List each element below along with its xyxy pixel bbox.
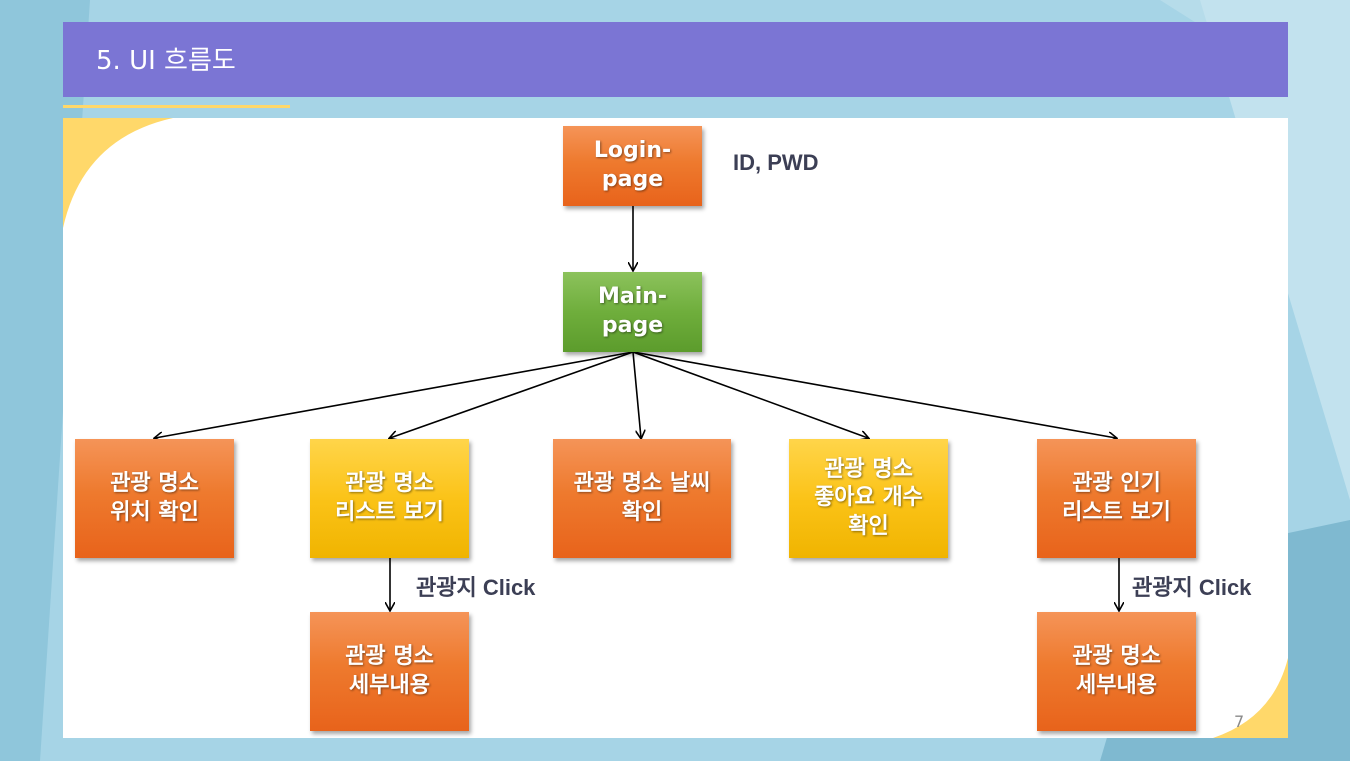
node-detail-right: 관광 명소 세부내용 — [1037, 612, 1196, 731]
node-popular-list: 관광 인기 리스트 보기 — [1037, 439, 1196, 558]
arrow-main-to-list — [390, 351, 634, 438]
arrow-main-to-location — [155, 351, 634, 438]
note-click-left: 관광지 Click — [416, 575, 536, 600]
flow-connectors — [63, 206, 1288, 738]
node-weather-check: 관광 명소 날씨 확인 — [553, 439, 731, 558]
node-main-page: Main- page — [563, 272, 702, 352]
title-underline — [63, 105, 290, 108]
note-login-fields: ID, PWD — [733, 150, 819, 175]
slide-title: 5. UI 흐름도 — [96, 46, 236, 76]
page-number: 7 — [1234, 712, 1245, 731]
arrow-main-to-popular — [632, 351, 1116, 438]
arrow-main-to-likes — [632, 351, 868, 438]
node-detail-left: 관광 명소 세부내용 — [310, 612, 469, 731]
node-login-page: Login- page — [563, 126, 702, 206]
node-list-view: 관광 명소 리스트 보기 — [310, 439, 469, 558]
arrow-main-to-weather — [632, 351, 641, 438]
diagram-canvas: Login- page ID, PWD Main- page 관광 명소 위치 … — [63, 118, 1288, 738]
note-click-right: 관광지 Click — [1132, 575, 1252, 600]
corner-decorations — [63, 118, 1288, 738]
slide-header: 5. UI 흐름도 — [63, 22, 1288, 97]
node-likes-count: 관광 명소 좋아요 개수 확인 — [789, 439, 948, 558]
node-location-check: 관광 명소 위치 확인 — [75, 439, 234, 558]
